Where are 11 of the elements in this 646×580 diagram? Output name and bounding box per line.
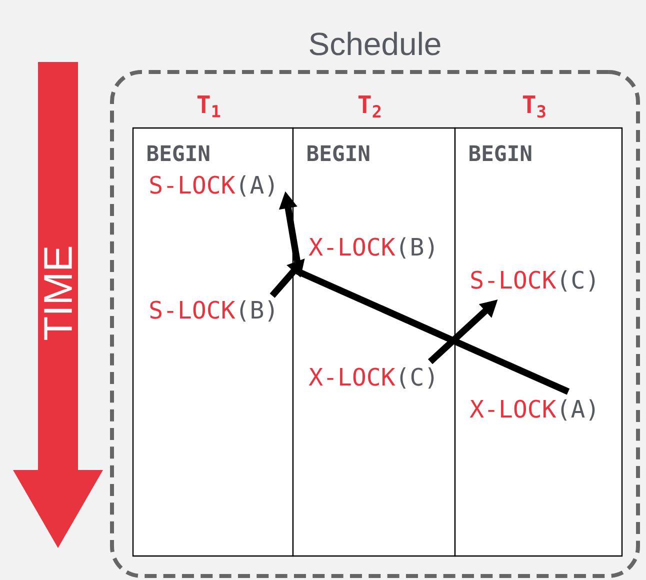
node-label: Schedule (310, 32, 440, 56)
node-label: T$_{3}$ (522, 95, 546, 118)
lock-operation: S-LOCK (B) (150, 300, 274, 322)
axis-label: TIME (44, 246, 72, 340)
node-label: T$_{2}$ (358, 95, 381, 118)
lock-operation: S-LOCK (A) (150, 175, 274, 197)
lock-operation: X-LOCK (B) (308, 237, 434, 259)
lock-operation: S-LOCK (C) (471, 270, 595, 292)
lock-operation: X-LOCK (C) (308, 367, 434, 389)
lock-operation: X-LOCK (A) (470, 399, 595, 421)
node-label: T$_{1}$ (197, 95, 220, 118)
